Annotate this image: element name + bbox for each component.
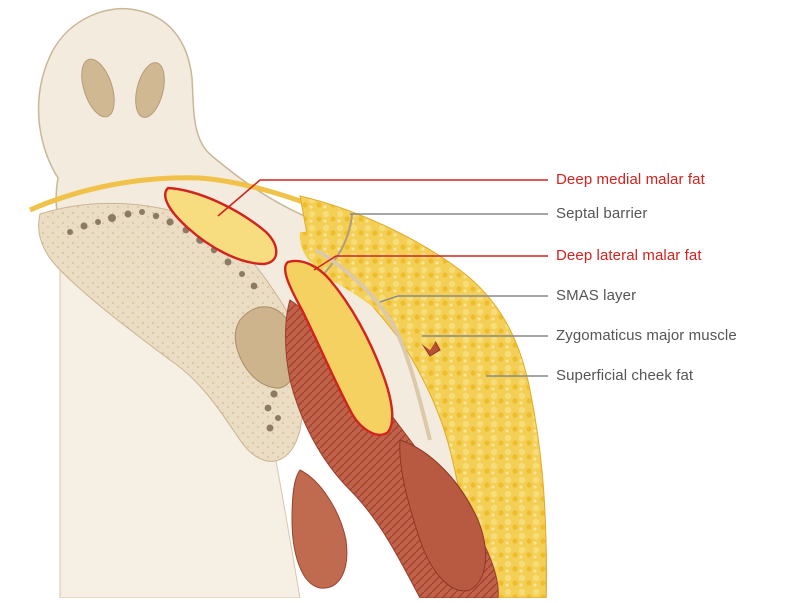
label-superficial-cheek-fat: Superficial cheek fat — [556, 367, 693, 385]
label-deep-lateral-malar-fat: Deep lateral malar fat — [556, 247, 702, 265]
label-zygomaticus-major-muscle: Zygomaticus major muscle — [556, 327, 737, 345]
label-smas-layer: SMAS layer — [556, 287, 636, 305]
label-deep-medial-malar-fat: Deep medial malar fat — [556, 171, 705, 189]
label-septal-barrier: Septal barrier — [556, 205, 647, 223]
